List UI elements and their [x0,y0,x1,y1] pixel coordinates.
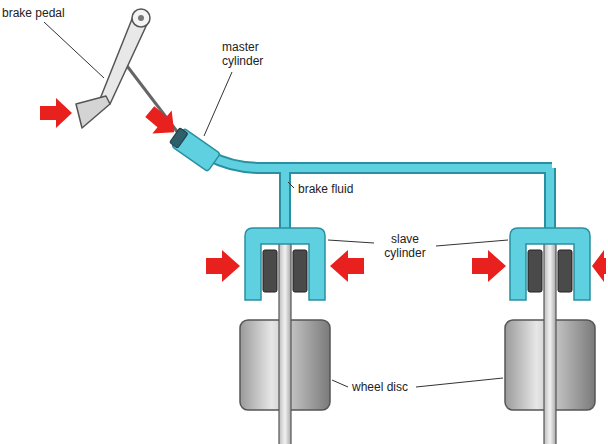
master-cylinder [168,126,220,172]
left-wheel [240,228,330,444]
part-label: brake pedal [2,6,65,20]
part-label: wheel disc [352,380,408,394]
part-label: master cylinder [222,40,278,68]
brake-pedal [76,9,150,128]
leader-lines [44,22,508,387]
right-wheel [505,228,595,444]
fluid-pipe [210,156,552,232]
part-label: slave cylinder [376,232,434,260]
part-label: brake fluid [298,182,353,196]
